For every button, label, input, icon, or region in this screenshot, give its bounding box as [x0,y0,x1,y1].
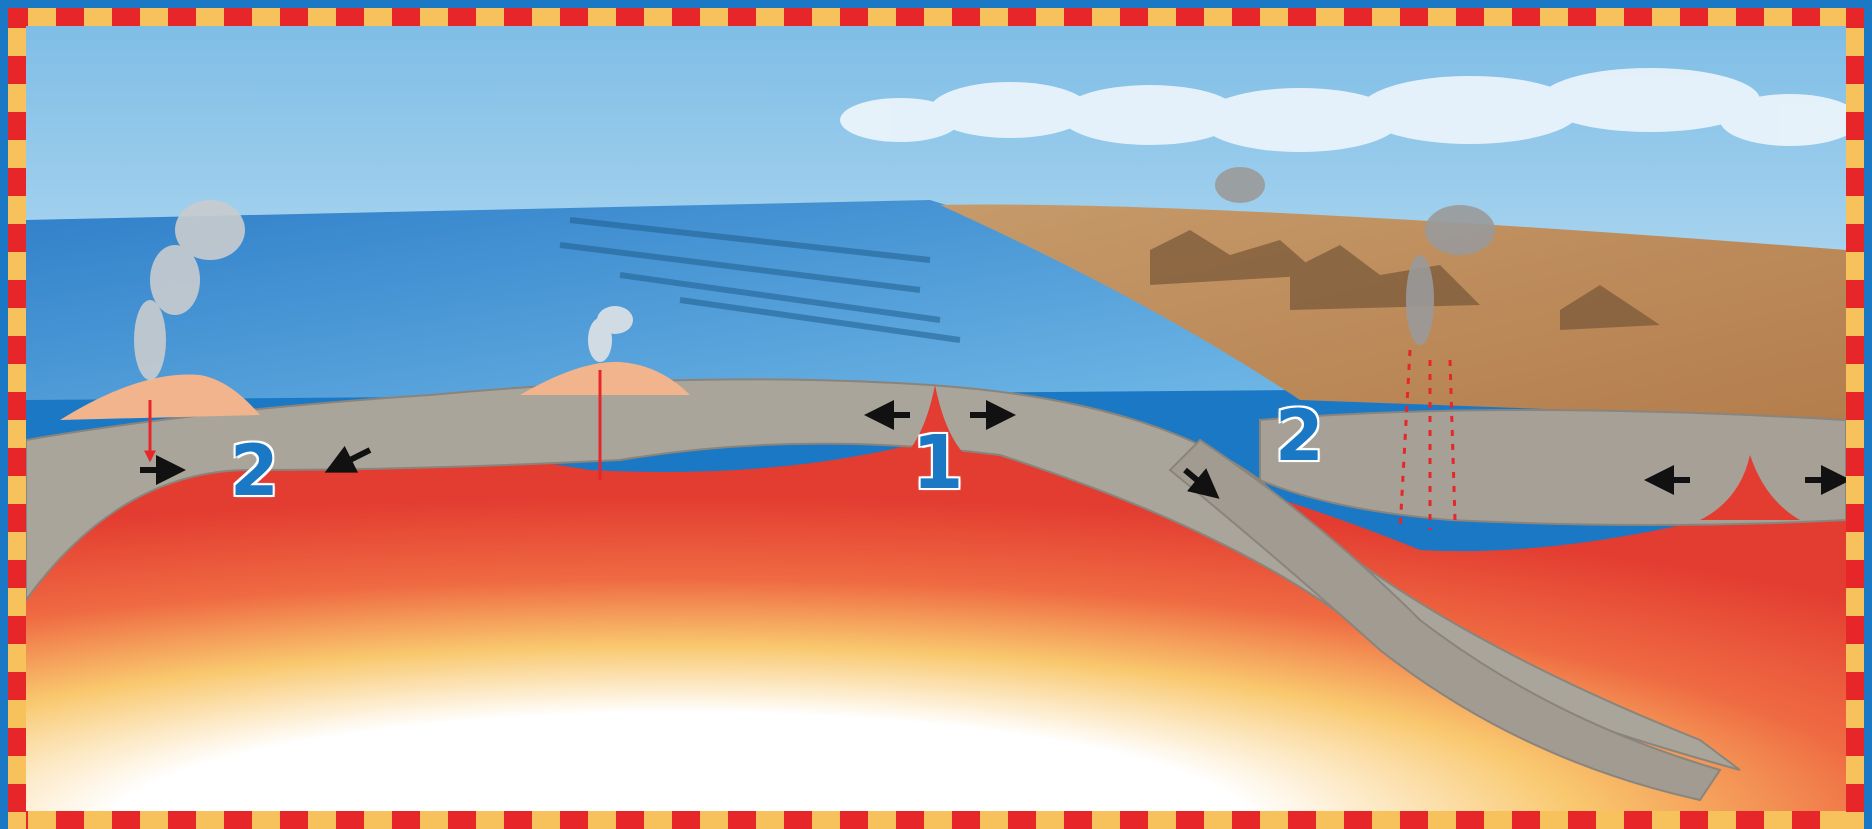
label-mid-ridge: 1 [912,420,964,506]
frame-left [8,8,26,829]
label-subduction-right: 2 [1275,395,1324,477]
label-ridge-left: 2 [230,430,279,512]
frame-bottom [8,811,1864,829]
frame-top [8,8,1864,26]
frame-right [1846,8,1864,829]
